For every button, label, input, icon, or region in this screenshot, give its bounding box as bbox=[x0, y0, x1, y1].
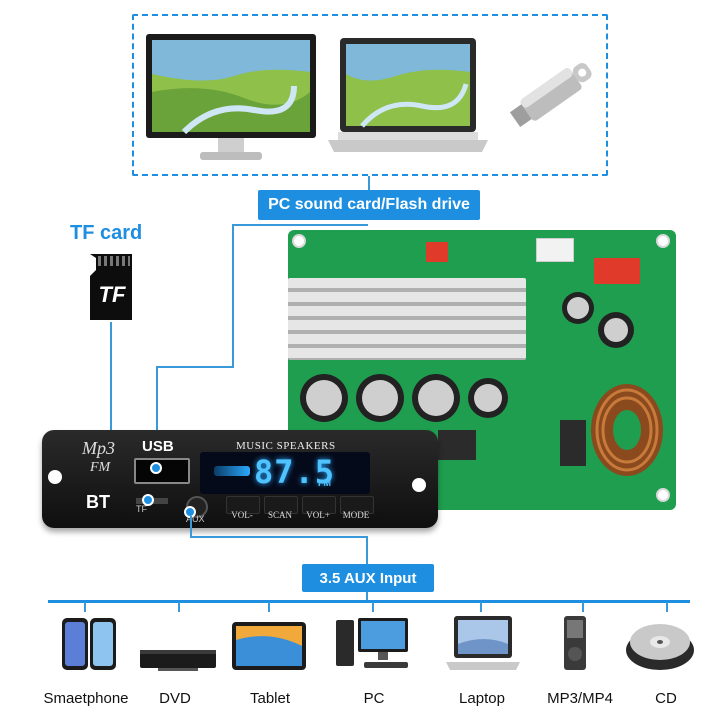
pc-icon bbox=[336, 618, 408, 668]
connector-line bbox=[156, 366, 158, 466]
connector-tick bbox=[178, 602, 180, 612]
connector-tick bbox=[268, 602, 270, 612]
capacitor-row bbox=[300, 374, 508, 422]
connector-line bbox=[368, 176, 370, 190]
vol-minus-label: VOL- bbox=[231, 510, 253, 520]
device-label-cd: CD bbox=[655, 690, 677, 707]
source-label: PC sound card/Flash drive bbox=[258, 190, 480, 220]
mounting-hole bbox=[656, 488, 670, 502]
chip bbox=[560, 420, 586, 466]
tf-card-text: TF bbox=[98, 282, 126, 307]
mounting-hole bbox=[292, 234, 306, 248]
device-label-tablet: Tablet bbox=[249, 690, 291, 707]
panel-title: MUSIC SPEAKERS bbox=[236, 440, 336, 452]
power-connector bbox=[594, 258, 640, 284]
usb-connection-dot bbox=[150, 462, 162, 474]
capacitor-pair bbox=[562, 292, 634, 348]
inductor-coil bbox=[591, 384, 663, 476]
connector-line bbox=[190, 536, 368, 538]
dvd-player-icon bbox=[140, 650, 216, 671]
connector-white bbox=[536, 238, 574, 262]
connector-line bbox=[366, 592, 368, 600]
bt-label: BT bbox=[86, 492, 110, 512]
tf-card-label: TF card bbox=[70, 222, 143, 244]
lcd-unit: FM bbox=[318, 478, 331, 488]
connector-tick bbox=[582, 602, 584, 612]
monitor-icon bbox=[146, 34, 316, 160]
heatsink bbox=[288, 278, 526, 360]
chip bbox=[438, 430, 476, 460]
laptop-device-icon bbox=[446, 616, 520, 670]
connector-tick bbox=[666, 602, 668, 612]
device-label-pc: PC bbox=[363, 690, 385, 707]
aux-input-label: 3.5 AUX Input bbox=[302, 564, 434, 592]
tablet-icon bbox=[232, 622, 306, 670]
connector-line bbox=[190, 516, 192, 538]
panel-brand: Mp3 bbox=[82, 438, 115, 458]
mp3-player-icon bbox=[564, 616, 586, 670]
connector-tick bbox=[84, 602, 86, 612]
laptop-icon bbox=[328, 38, 488, 152]
tf-card-icon: TF bbox=[86, 252, 136, 322]
connector-red bbox=[426, 242, 448, 262]
smartphone-icon bbox=[62, 618, 116, 670]
device-label-laptop: Laptop bbox=[459, 690, 505, 707]
tf-slot-label: TF bbox=[136, 504, 147, 514]
device-bar bbox=[48, 600, 690, 603]
connector-line bbox=[232, 224, 368, 226]
flash-drive-icon bbox=[510, 63, 592, 128]
vol-plus-label: VOL+ bbox=[306, 510, 330, 520]
device-label-smartphone: Smaetphone bbox=[43, 690, 129, 707]
panel-brand-sub: FM bbox=[90, 460, 111, 475]
vol-plus-button[interactable] bbox=[302, 496, 336, 514]
device-label-mp3: MP3/MP4 bbox=[547, 690, 613, 707]
panel-screw-hole bbox=[412, 478, 426, 492]
mounting-hole bbox=[656, 234, 670, 248]
cd-player-icon bbox=[626, 624, 694, 670]
source-devices-box bbox=[132, 14, 608, 176]
device-label-dvd: DVD bbox=[159, 690, 191, 707]
connector-line bbox=[232, 224, 234, 368]
vol-minus-button[interactable] bbox=[226, 496, 260, 514]
tf-connection-dot bbox=[142, 494, 154, 506]
scan-button[interactable] bbox=[264, 496, 298, 514]
scan-label: SCAN bbox=[267, 510, 293, 520]
mode-button[interactable] bbox=[340, 496, 374, 514]
aux-jack-label: AUX bbox=[186, 514, 205, 524]
lcd-frequency: 87.5 bbox=[254, 453, 336, 491]
connector-line bbox=[366, 536, 368, 564]
panel-screw-hole bbox=[48, 470, 62, 484]
connector-tick bbox=[372, 602, 374, 612]
mode-label: MODE bbox=[342, 510, 370, 520]
connector-tick bbox=[480, 602, 482, 612]
usb-port[interactable] bbox=[134, 458, 190, 484]
connector-line bbox=[156, 366, 234, 368]
usb-label: USB bbox=[142, 438, 174, 455]
connector-line bbox=[110, 322, 112, 500]
display-bars-icon bbox=[214, 466, 250, 476]
